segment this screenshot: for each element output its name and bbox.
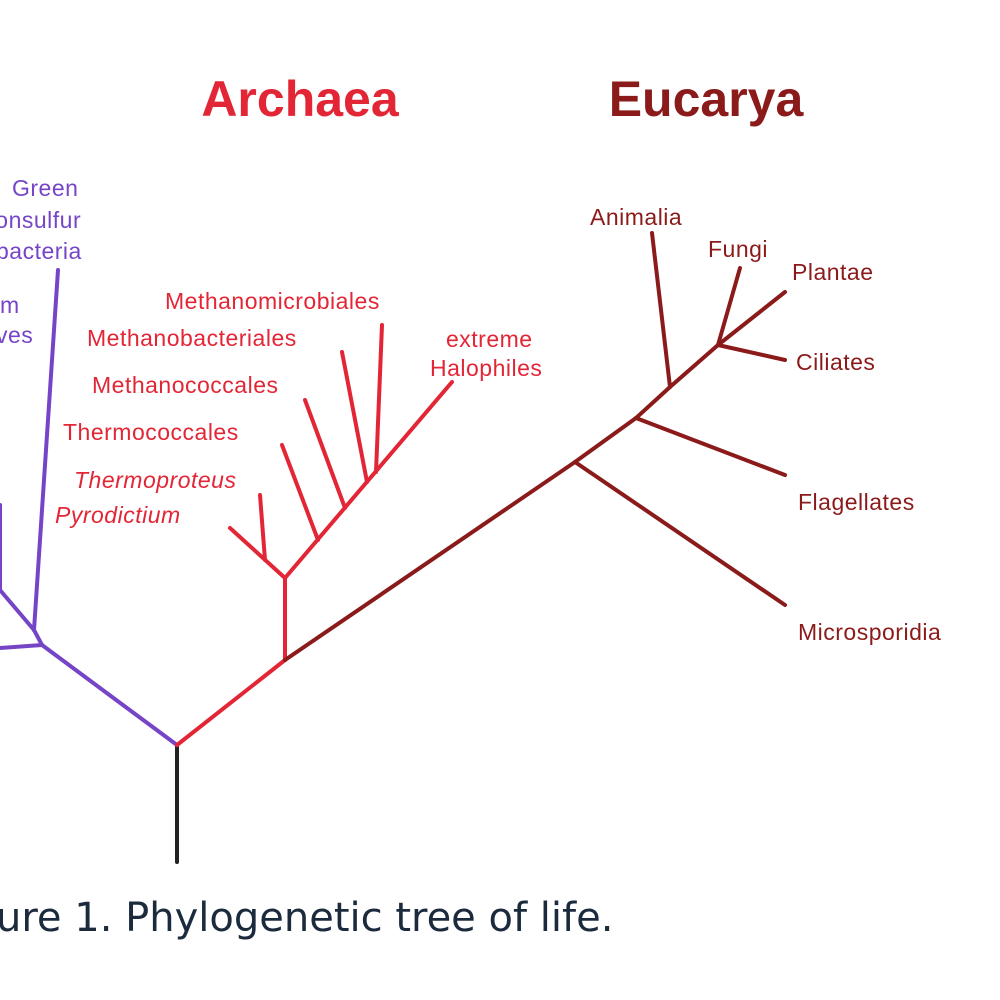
eucarya-spine-3 (668, 343, 720, 389)
label-pyrodictium: Pyrodictium (55, 502, 181, 528)
archaea-trunk (175, 658, 287, 747)
bacteria-stem-b (32, 628, 44, 647)
bacteria-trunk (40, 643, 179, 747)
label-thermococcales: Thermococcales (63, 419, 239, 445)
methanococcales-branch (303, 398, 347, 510)
bacteria-stem-c (0, 588, 36, 632)
ciliates-branch (716, 343, 787, 362)
label-ciliates: Ciliates (796, 349, 875, 375)
label-green-line1: Green (12, 175, 78, 201)
label-methanomicrobiales: Methanomicrobiales (165, 288, 380, 314)
bacteria-branches (0, 268, 179, 747)
label-microsporidia: Microsporidia (798, 619, 941, 645)
eucarya-spine-2 (634, 385, 672, 420)
animalia-branch (650, 231, 672, 389)
label-methanococcales: Methanococcales (92, 372, 279, 398)
flagellates-branch (634, 416, 787, 477)
label-fungi: Fungi (708, 236, 768, 262)
fungi-branch (716, 266, 742, 347)
eucarya-spine-1 (573, 416, 638, 464)
label-green-line3: bacteria (0, 238, 82, 264)
label-methanobacteriales: Methanobacteriales (87, 325, 297, 351)
archaea-title: Archaea (201, 71, 400, 127)
thermoproteus-branch (258, 493, 267, 562)
label-animalia: Animalia (590, 204, 682, 230)
plantae-branch (716, 290, 787, 347)
methanomicrobiales-branch (374, 323, 384, 474)
label-thermoproteus: Thermoproteus (74, 467, 236, 493)
label-extreme-line1: extreme (446, 326, 533, 352)
figure-caption: ure 1. Phylogenetic tree of life. (0, 895, 614, 941)
green-nonsulfur-branch (32, 268, 60, 632)
archaea-branches (175, 323, 454, 747)
eucarya-title: Eucarya (609, 71, 805, 127)
pyrodictium-branch (228, 526, 287, 580)
label-partial-ves: ves (0, 322, 33, 348)
eucarya-branches (283, 231, 787, 662)
label-extreme-line2: Halophiles (430, 355, 542, 381)
label-partial-m: m (0, 292, 20, 318)
bacteria-stem-a (0, 643, 44, 650)
label-flagellates: Flagellates (798, 489, 915, 515)
methanobacteriales-branch (340, 350, 369, 484)
eucarya-trunk (283, 460, 577, 662)
label-plantae: Plantae (792, 259, 874, 285)
microsporidia-branch (573, 460, 787, 607)
thermococcales-branch (280, 443, 320, 542)
